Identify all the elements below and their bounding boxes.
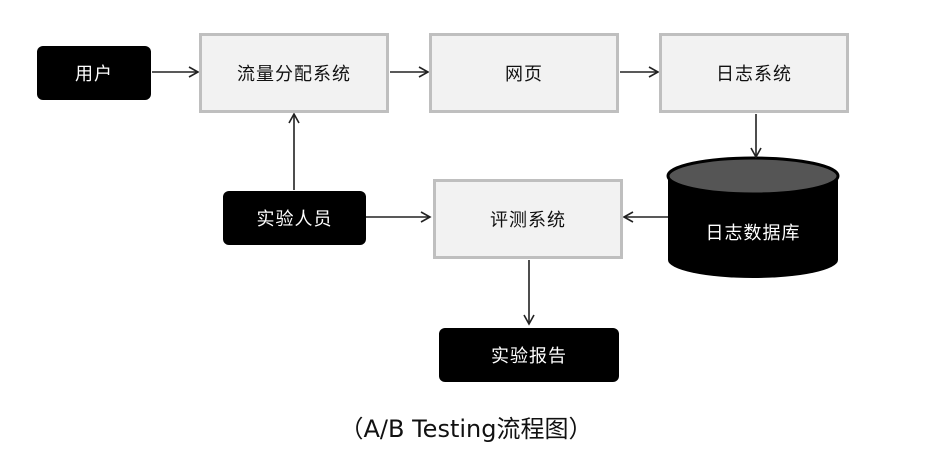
diagram-caption: （A/B Testing流程图） (339, 414, 593, 443)
node-webpage: 网页 (429, 33, 619, 113)
node-evaluation-system: 评测系统 (433, 179, 623, 259)
node-log-database-label: 日志数据库 (705, 223, 801, 244)
node-traffic-system: 流量分配系统 (199, 33, 389, 113)
node-experimenter: 实验人员 (223, 191, 366, 245)
node-log-system: 日志系统 (659, 33, 849, 113)
node-user: 用户 (37, 46, 151, 100)
node-experiment-report: 实验报告 (439, 328, 619, 382)
log-database-cylinder (666, 156, 840, 278)
